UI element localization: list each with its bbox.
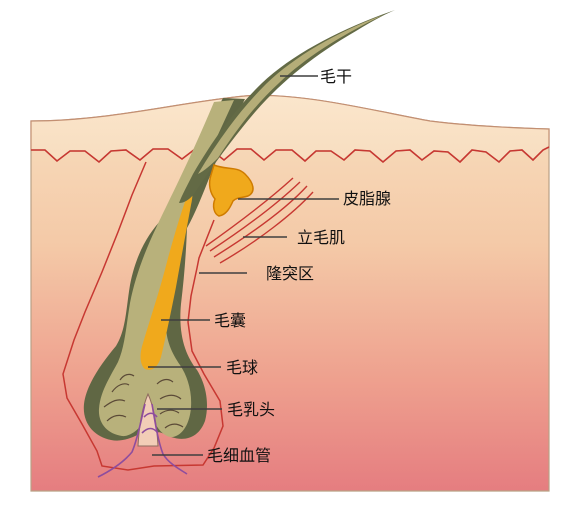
hair-shaft-inner: [198, 15, 383, 174]
label-arrector-pili: 立毛肌: [297, 228, 345, 247]
label-bulge-region: 隆突区: [266, 264, 314, 283]
sebaceous-gland: [208, 163, 254, 217]
label-follicle: 毛囊: [214, 311, 246, 330]
label-dermal-papilla: 毛乳头: [227, 400, 275, 419]
label-hair-bulb: 毛球: [226, 358, 258, 377]
dermal-ridge-line: [31, 146, 550, 164]
label-hair-shaft: 毛干: [320, 67, 352, 86]
hair-core: [140, 186, 193, 370]
hair-shaft: [179, 10, 395, 203]
capillaries-vessels: [97, 403, 188, 478]
label-capillaries: 毛细血管: [207, 446, 271, 465]
follicle-sheath-outline: [62, 161, 224, 471]
hair-bulb-structure: [103, 373, 184, 429]
label-sebaceous-gland: 皮脂腺: [343, 189, 391, 208]
